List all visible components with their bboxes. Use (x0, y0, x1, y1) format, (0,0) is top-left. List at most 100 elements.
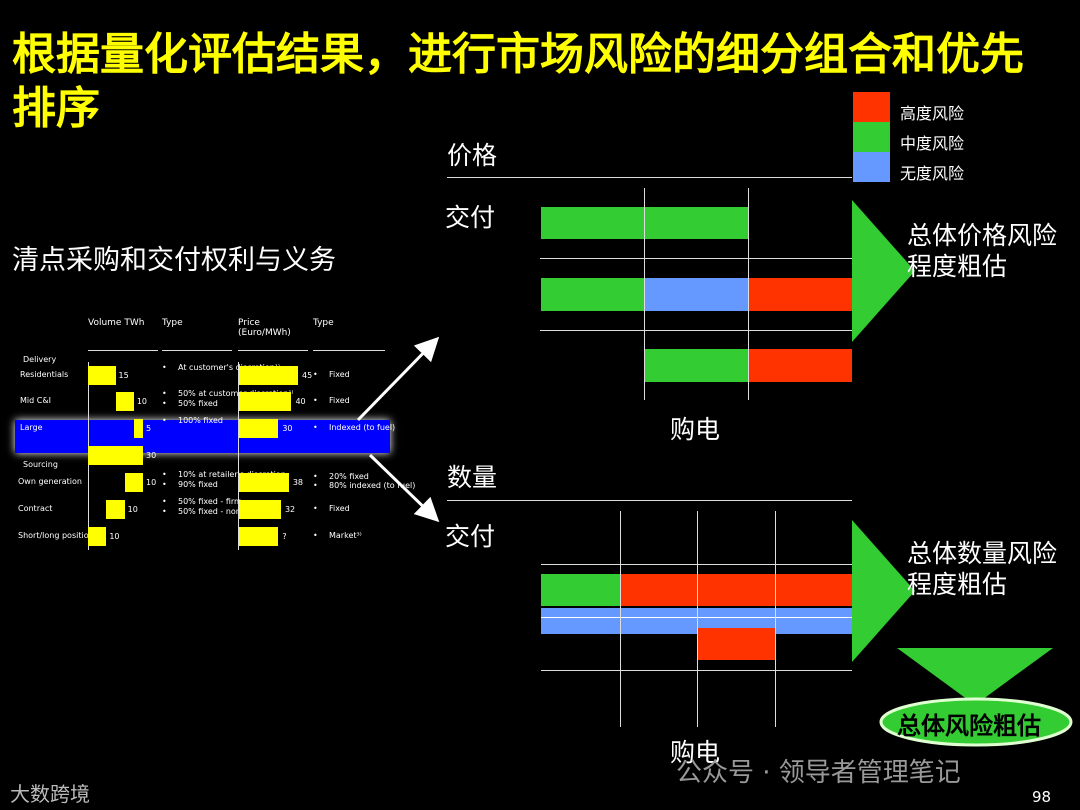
price-bar (239, 419, 279, 438)
highlight-band (15, 420, 390, 453)
header-volume: Volume TWh (88, 318, 145, 328)
price-risk-cell-medium (644, 349, 748, 382)
legend-swatch-high (853, 92, 890, 122)
volume-risk-cell-high (620, 574, 697, 606)
volume-result-text: 总体数量风险程度粗估 (907, 539, 1058, 599)
volume-bar (88, 366, 116, 385)
volume-bar (88, 446, 143, 465)
volume-type-bullet: • (162, 389, 167, 398)
volume-type: 50% fixed (178, 399, 218, 408)
volume-row-label: 交付 (445, 522, 496, 551)
price-risk-cell-medium (541, 278, 644, 311)
price-type-bullet: • (313, 504, 318, 513)
volume-risk-cell-none (541, 608, 620, 634)
volume-type: 90% fixed (178, 480, 218, 489)
volume-risk-cell-high (697, 628, 775, 660)
price-type: 80% indexed (to fuel) (329, 481, 416, 490)
watermark: 公众号 · 领导者管理笔记 (676, 758, 961, 788)
price-type: Fixed (329, 396, 350, 405)
price-type-bullet: • (313, 472, 318, 481)
volume-bar (133, 419, 143, 438)
price-bar (239, 366, 298, 385)
legend-label-none: 无度风险 (900, 164, 965, 183)
volume-value: 30 (146, 451, 157, 460)
price-type: 20% fixed (329, 472, 369, 481)
price-bar (239, 392, 292, 411)
row-label: Own generation (18, 477, 82, 486)
row-label: Short/long position (18, 531, 94, 540)
price-risk-cell-medium (644, 207, 748, 239)
volume-type-bullet: • (162, 399, 167, 408)
volume-value: 10 (109, 532, 120, 541)
price-type-bullet: • (313, 370, 318, 379)
price-result-text: 总体价格风险程度粗估 (907, 221, 1058, 281)
volume-type: 100% fixed (178, 416, 223, 425)
price-type-bullet: • (313, 396, 318, 405)
price-heading: 价格 (447, 141, 498, 170)
row-label: Residentials (20, 370, 69, 379)
footer-logo: 大数跨境 (10, 782, 90, 806)
arrow-to-price (356, 336, 440, 422)
volume-type: 10% at retailer's discretion (178, 470, 286, 479)
volume-bar (88, 527, 107, 546)
price-bar (239, 473, 289, 492)
price-value: 38 (292, 478, 303, 487)
legend-swatch-none (853, 152, 890, 182)
price-bar (239, 527, 279, 546)
volume-risk-cell-none (775, 608, 852, 634)
volume-result-arrow (852, 520, 915, 662)
price-type-bullet: • (313, 481, 318, 490)
volume-heading: 数量 (447, 463, 498, 492)
volume-value: 5 (146, 424, 152, 433)
volume-type-bullet: • (162, 363, 167, 372)
price-type: Market³⁾ (329, 531, 362, 540)
slide-title: 根据量化评估结果，进行市场风险的细分组合和优先排序 (12, 29, 1024, 134)
price-type: Fixed (329, 504, 350, 513)
price-value: 45 (302, 371, 313, 380)
price-value: 30 (282, 424, 293, 433)
price-type-bullet: • (313, 531, 318, 540)
volume-risk-cell-high (775, 574, 852, 606)
page-number: 98 (1032, 788, 1052, 806)
legend-label-medium: 中度风险 (900, 134, 965, 153)
divider (541, 617, 852, 618)
price-value: 40 (295, 397, 306, 406)
volume-risk-cell-none (620, 608, 697, 634)
price-value: ? (282, 532, 287, 541)
volume-bar (124, 473, 143, 492)
price-result-arrow (852, 200, 915, 342)
volume-value: 10 (136, 397, 148, 406)
section-delivery: Delivery (23, 355, 57, 364)
volume-bar (106, 500, 125, 519)
volume-type-bullet: • (162, 480, 167, 489)
down-arrow (897, 648, 1053, 705)
volume-risk-cell-high (697, 574, 775, 606)
price-risk-cell-high (748, 278, 852, 311)
legend-swatch-medium (853, 122, 890, 152)
volume-axis-label: 购电 (670, 738, 721, 767)
row-label: Large (20, 423, 43, 432)
volume-type: 50% at customer discretion¹⁾ (178, 389, 294, 398)
legend-label-high: 高度风险 (900, 104, 965, 123)
volume-bar (115, 392, 134, 411)
header-type-2: Type (313, 318, 334, 328)
volume-type-bullet: • (162, 416, 167, 425)
overall-ellipse (879, 697, 1073, 747)
volume-type-bullet: • (162, 470, 167, 479)
price-type: Indexed (to fuel) (329, 423, 396, 432)
price-value: 32 (284, 505, 296, 514)
price-risk-cell-high (748, 349, 852, 382)
price-row-label: 交付 (445, 203, 496, 232)
overall-label: 总体风险粗估 (897, 712, 1041, 740)
volume-value: 10 (146, 478, 157, 487)
volume-value: 10 (127, 505, 138, 514)
price-bar (239, 500, 281, 519)
volume-risk-cell-medium (541, 574, 620, 606)
subtitle: 清点采购和交付权利与义务 (12, 245, 336, 276)
volume-type: 50% fixed - firm (178, 497, 242, 506)
price-axis-label: 购电 (670, 415, 721, 444)
header-type: Type (162, 318, 183, 328)
price-risk-cell-medium (541, 207, 644, 239)
